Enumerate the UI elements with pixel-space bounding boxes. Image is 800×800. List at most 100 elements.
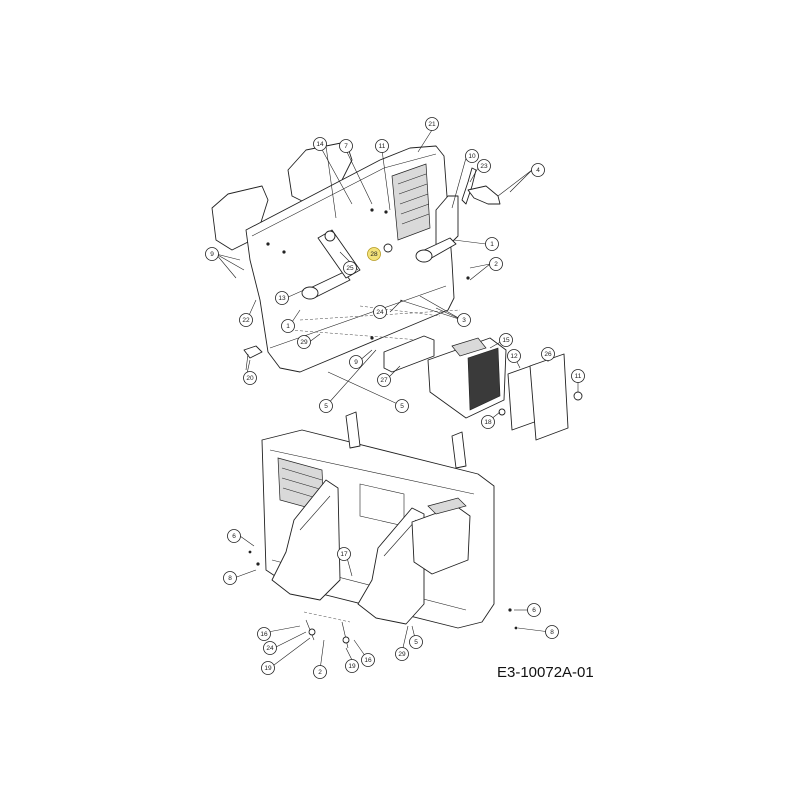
upper-callout-circle-19 [499,333,513,347]
upper-callout-circle-21 [541,347,555,361]
lower-callout-circle-12 [545,625,559,639]
upper-callout-circle-1 [313,137,327,151]
upper-callout-label-24: 20 [246,375,254,382]
bracket-4 [467,185,501,205]
upper-callout-circle-17 [297,335,311,349]
lower-callout-circle-9 [395,647,409,661]
lower-callout-label-5: 19 [264,665,272,672]
tray-27 [383,335,435,373]
lower-callout-label-3: 16 [260,631,268,638]
upper-callout-label-0: 21 [428,121,436,128]
lower-callout-label-10: 5 [414,639,418,646]
upper-callout-circle-6 [531,163,545,177]
lower-callout-circle-10 [409,635,423,649]
upper-callout-circle-27 [481,415,495,429]
lower-callout-label-6: 2 [318,669,322,676]
upper-callout-label-16: 1 [286,323,290,330]
lower-callout-label-11: 6 [532,607,536,614]
lower-assembly [248,411,518,649]
lower-callout-label-7: 19 [348,663,356,670]
upper-callout-label-15: 22 [242,317,250,324]
upper-callout-label-23: 27 [380,377,388,384]
knob-11 [573,391,583,401]
lower-callout-circle-7 [345,659,359,673]
upper-callout-label-12: 13 [278,295,286,302]
upper-callout-label-3: 11 [379,143,386,150]
upper-callout-label-5: 23 [480,163,488,170]
bolt-18 [498,408,506,416]
upper-callout-label-4: 10 [468,153,476,160]
lower-callout-circle-1 [223,571,237,585]
upper-callout-label-27: 18 [484,419,492,426]
upper-callout-circle-26 [395,399,409,413]
upper-callout-circle-12 [275,291,289,305]
upper-callout-circle-7 [205,247,219,261]
upper-callout-label-13: 24 [376,309,384,316]
mount-left [345,411,361,449]
upper-callout-label-8: 1 [490,241,494,248]
upper-callout-circle-10 [343,261,357,275]
upper-callout-label-1: 14 [316,141,324,148]
upper-callout-circle-5 [477,159,491,173]
rod-20 [243,345,263,359]
pedal-plate-left [271,479,341,601]
lower-callout-label-4: 24 [266,645,274,652]
pedal-plate-right [357,507,425,625]
upper-callout-circle-4 [465,149,479,163]
vent-grid-upper [391,163,431,241]
right-bracket [435,195,459,249]
lower-callout-label-0: 6 [232,533,236,540]
lower-callout-label-12: 8 [550,629,554,636]
lower-callout-circle-8 [361,653,375,667]
upper-callout-label-2: 7 [344,143,348,150]
upper-callout-label-20: 12 [510,353,518,360]
battery-box [427,337,507,419]
upper-callout-label-11: 2 [494,261,498,268]
lower-callout-circle-6 [313,665,327,679]
upper-callout-circle-3 [375,139,389,153]
leader-lines [215,129,579,671]
upper-callout-label-17: 29 [300,339,308,346]
upper-callout-circle-23 [377,373,391,387]
upper-callout-circle-2 [339,139,353,153]
lower-callout-circle-0 [227,529,241,543]
upper-callout-label-22: 11 [575,373,582,380]
upper-callout-label-21: 26 [544,351,552,358]
upper-callout-circle-11 [489,257,503,271]
upper-callout-circle-16 [281,319,295,333]
lower-callout-circle-5 [261,661,275,675]
lower-callout-circle-3 [257,627,271,641]
plate-26 [529,353,569,441]
upper-callout-label-6: 4 [536,167,540,174]
lower-callout-label-8: 16 [364,657,372,664]
lower-callout-label-1: 8 [228,575,232,582]
lower-callout-circle-4 [263,641,277,655]
upper-callout-circle-0 [425,117,439,131]
upper-callout-label-9: 28 [370,251,378,258]
upper-callout-circle-24 [243,371,257,385]
upper-callout-circle-14 [457,313,471,327]
upper-callout-circle-8 [485,237,499,251]
rod-23 [461,167,477,205]
lower-battery-box [411,497,471,575]
upper-callout-circle-13 [373,305,387,319]
upper-callout-circle-22 [571,369,585,383]
drawing-code: E3-10072A-01 [497,664,594,681]
lower-callout-circle-11 [527,603,541,617]
upper-callout-circle-25 [319,399,333,413]
lower-callout-circle-2 [337,547,351,561]
upper-callout-label-18: 9 [354,359,358,366]
lower-callout-label-9: 29 [398,651,406,658]
upper-callout-label-19: 15 [502,337,510,344]
upper-callout-circle-20 [507,349,521,363]
upper-callout-circle-15 [239,313,253,327]
upper-callout-circle-18 [349,355,363,369]
upper-callout-label-25: 5 [324,403,328,410]
upper-assembly [211,141,583,441]
upper-callout-circle-9 [367,247,381,261]
upper-callout-label-26: 5 [400,403,404,410]
upper-callout-label-14: 3 [462,317,466,324]
